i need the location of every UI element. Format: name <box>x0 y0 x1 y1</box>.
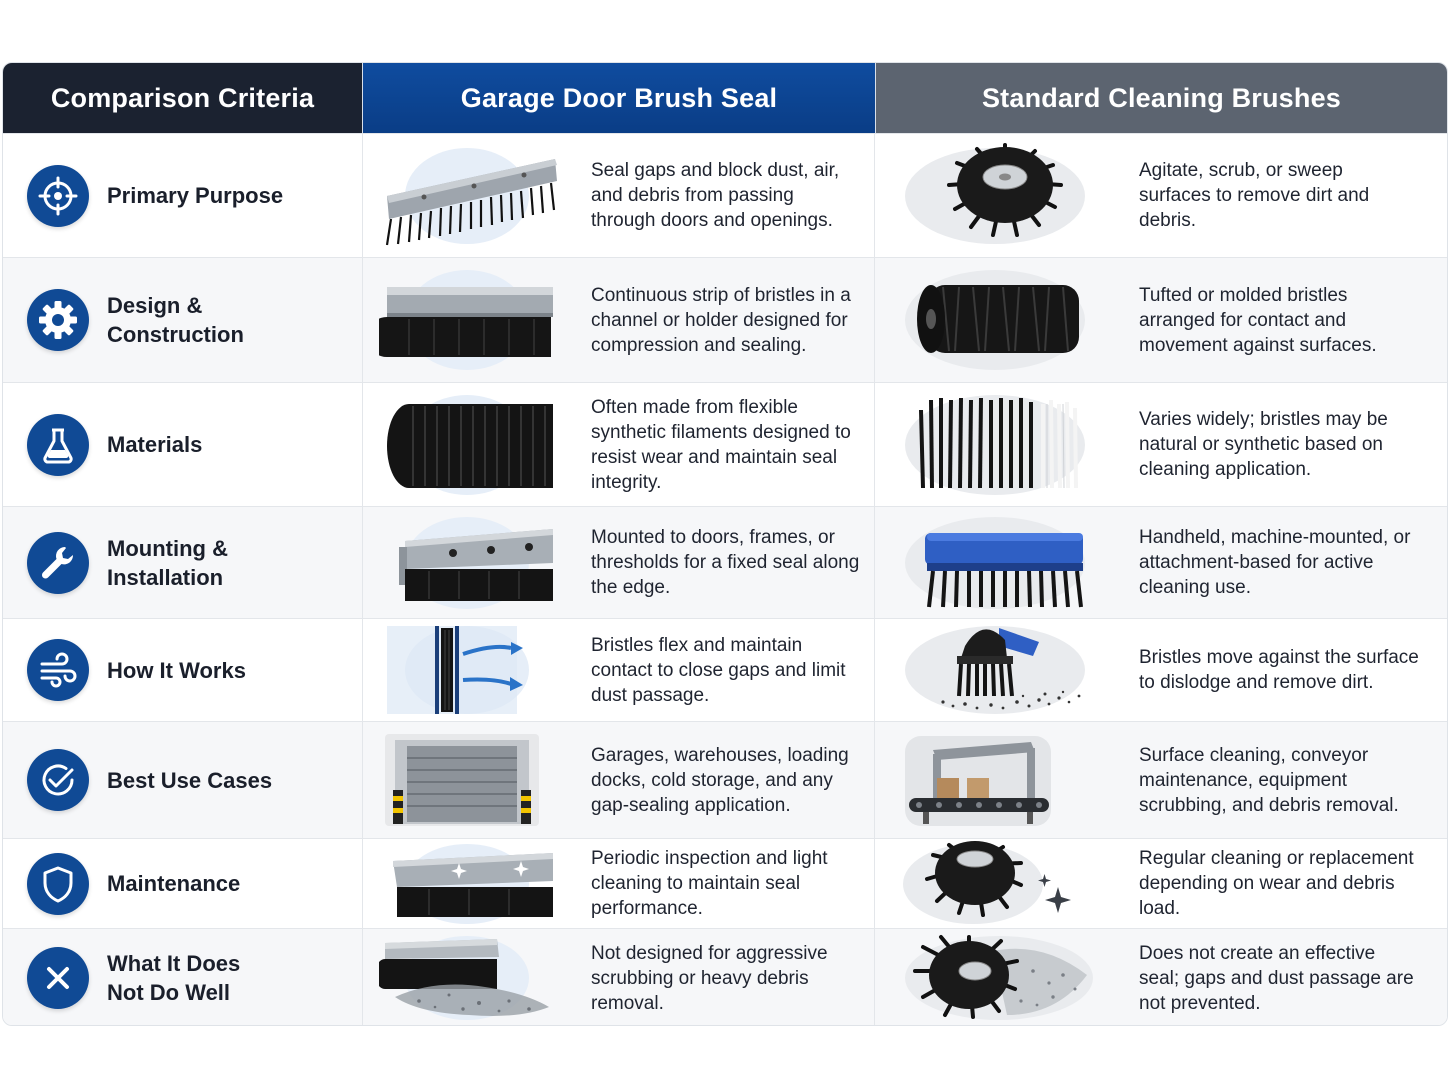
header-seal: Garage Door Brush Seal <box>362 63 875 133</box>
airflow-diagram-image <box>379 619 569 721</box>
x-circle-icon <box>27 947 89 1009</box>
seal-description: Garages, warehouses, loading docks, cold… <box>591 744 849 816</box>
seal-strip-image <box>379 134 569 257</box>
standard-description: Tufted or molded bristles arranged for c… <box>1139 284 1377 356</box>
standard-cell: Bristles move against the surface to dis… <box>874 619 1447 721</box>
seal-cell: Periodic inspection and light cleaning t… <box>362 839 874 928</box>
header-criteria: Comparison Criteria <box>3 63 362 133</box>
standard-description: Varies widely; bristles may be natural o… <box>1139 409 1388 480</box>
table-row-design-construction: Design &Construction Continuous strip <box>3 257 1447 382</box>
standard-cell: Surface cleaning, conveyor maintenance, … <box>874 722 1447 838</box>
seal-description: Seal gaps and block dust, air, and debri… <box>591 160 840 231</box>
standard-description: Surface cleaning, conveyor maintenance, … <box>1139 744 1399 816</box>
wrench-icon <box>27 531 89 594</box>
criteria-label: Best Use Cases <box>107 767 273 793</box>
scrubbing-brush-image <box>903 619 1093 721</box>
debris-seal-image <box>379 929 569 1025</box>
check-circle-icon <box>27 749 89 811</box>
mixed-bristles-image <box>903 383 1093 506</box>
seal-cell: Garages, warehouses, loading docks, cold… <box>362 722 874 838</box>
criteria-cell: Materials <box>3 383 362 506</box>
comparison-table: Comparison Criteria Garage Door Brush Se… <box>2 62 1448 1026</box>
cylinder-brush-image <box>903 258 1093 382</box>
standard-cell: Regular cleaning or replacement dependin… <box>874 839 1447 928</box>
clean-seal-image <box>379 839 569 928</box>
table-row-mounting-installation: Mounting &Installation Mounted to doors,… <box>3 506 1447 618</box>
table-row-materials: Materials Often made from flexible synth… <box>3 382 1447 506</box>
criteria-cell: Maintenance <box>3 839 362 928</box>
seal-description: Mounted to doors, frames, or thresholds … <box>591 527 860 598</box>
synthetic-filament-image <box>379 383 569 506</box>
conveyor-image <box>903 722 1093 838</box>
standard-description: Does not create an effective seal; gaps … <box>1139 942 1414 1014</box>
standard-cell: Handheld, machine-mounted, or attachment… <box>874 507 1447 618</box>
gear-icon <box>27 289 89 351</box>
seal-channel-image <box>379 258 569 382</box>
seal-cell: Seal gaps and block dust, air, and debri… <box>362 134 874 257</box>
seal-cell: Mounted to doors, frames, or thresholds … <box>362 507 874 618</box>
criteria-label: Materials <box>107 432 203 457</box>
standard-cell: Does not create an effective seal; gaps … <box>874 929 1447 1025</box>
standard-description: Agitate, scrub, or sweep surfaces to rem… <box>1139 160 1370 231</box>
table-header: Comparison Criteria Garage Door Brush Se… <box>3 63 1447 133</box>
mounted-seal-image <box>379 507 569 618</box>
criteria-label: Maintenance <box>107 871 241 896</box>
standard-cell: Varies widely; bristles may be natural o… <box>874 383 1447 506</box>
header-standard: Standard Cleaning Brushes <box>875 63 1447 133</box>
seal-description: Bristles flex and maintain contact to cl… <box>591 634 846 706</box>
table-row-best-use-cases: Best Use Cases Garages, warehouses, load… <box>3 721 1447 838</box>
criteria-label: Design &Construction <box>107 293 244 347</box>
wind-icon <box>27 639 89 701</box>
crosshair-icon <box>27 164 89 227</box>
criteria-label: Primary Purpose <box>107 183 284 208</box>
garage-door-image <box>379 722 569 838</box>
standard-description: Bristles move against the surface to dis… <box>1139 647 1419 693</box>
table-row-how-it-works: How It Works Bristles flex and maintain … <box>3 618 1447 721</box>
criteria-label: How It Works <box>107 657 246 683</box>
seal-description: Periodic inspection and light cleaning t… <box>591 848 828 919</box>
criteria-cell: Best Use Cases <box>3 722 362 838</box>
handheld-brush-image <box>903 507 1093 618</box>
criteria-label: Mounting &Installation <box>107 535 228 590</box>
replacement-brush-image <box>903 839 1093 928</box>
wheel-brush-image <box>903 134 1093 257</box>
seal-cell: Continuous strip of bristles in a channe… <box>362 258 874 382</box>
flask-icon <box>27 413 89 476</box>
standard-description: Handheld, machine-mounted, or attachment… <box>1139 527 1411 598</box>
table-row-primary-purpose: Primary Purpose <box>3 133 1447 257</box>
seal-description: Continuous strip of bristles in a channe… <box>591 284 851 356</box>
seal-cell: Not designed for aggressive scrubbing or… <box>362 929 874 1025</box>
seal-cell: Bristles flex and maintain contact to cl… <box>362 619 874 721</box>
seal-description: Often made from flexible synthetic filam… <box>591 396 851 493</box>
seal-cell: Often made from flexible synthetic filam… <box>362 383 874 506</box>
standard-cell: Tufted or molded bristles arranged for c… <box>874 258 1447 382</box>
seal-description: Not designed for aggressive scrubbing or… <box>591 942 828 1014</box>
dusty-brush-image <box>903 929 1093 1025</box>
criteria-cell: Primary Purpose <box>3 134 362 257</box>
standard-cell: Agitate, scrub, or sweep surfaces to rem… <box>874 134 1447 257</box>
table-row-maintenance: Maintenance Periodic inspection and ligh… <box>3 838 1447 928</box>
criteria-cell: Design &Construction <box>3 258 362 382</box>
criteria-cell: Mounting &Installation <box>3 507 362 618</box>
criteria-cell: How It Works <box>3 619 362 721</box>
standard-description: Regular cleaning or replacement dependin… <box>1139 848 1414 919</box>
shield-icon <box>27 852 89 915</box>
